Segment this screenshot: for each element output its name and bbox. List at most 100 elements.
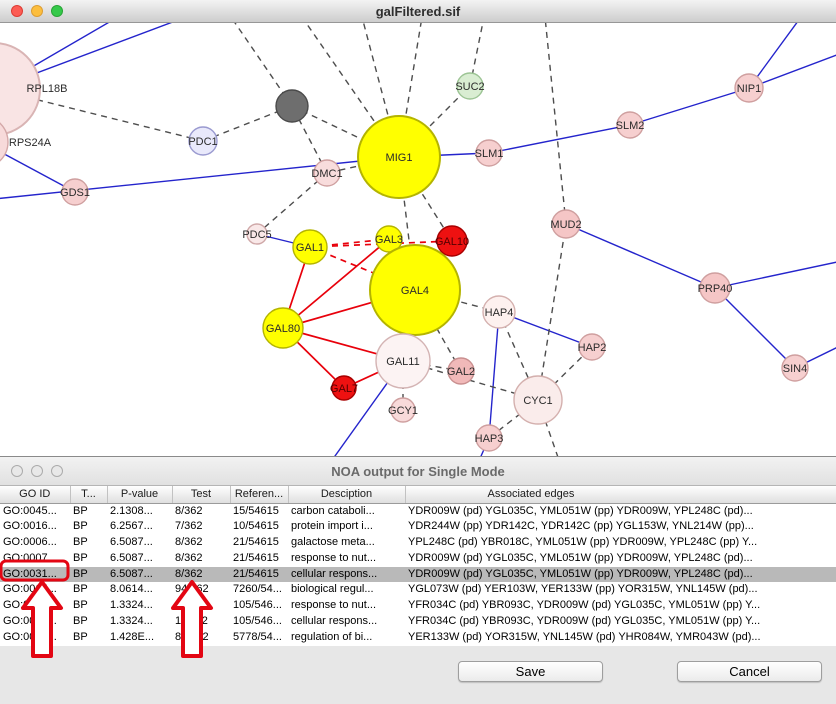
network-node-PRP40[interactable] [699, 272, 731, 304]
cell: YFR034C (pd) YBR093C, YDR009W (pd) YGL03… [408, 599, 761, 612]
node-label: HAP2 [578, 342, 607, 354]
cell: GO:0031... [3, 615, 57, 628]
graph-window-titlebar[interactable]: galFiltered.sif [0, 0, 836, 23]
network-node-HAP2[interactable] [578, 333, 606, 361]
network-edge[interactable] [629, 87, 750, 126]
network-node-unlabeled[interactable] [275, 89, 309, 123]
zoom-icon[interactable] [51, 465, 63, 477]
node-label: GCY1 [388, 405, 418, 417]
cell: cellular respons... [291, 615, 378, 628]
network-node-GAL3[interactable] [375, 225, 403, 253]
network-node-GAL1[interactable] [292, 229, 328, 265]
network-edge[interactable] [748, 53, 836, 89]
cell: regulation of bi... [291, 630, 373, 643]
network-node-GAL80[interactable] [262, 307, 304, 349]
column-header[interactable]: P-value [107, 486, 173, 504]
network-edge[interactable] [565, 223, 716, 289]
cell: YGL073W (pd) YER103W, YER133W (pp) YOR31… [408, 583, 758, 596]
column-header[interactable]: Referen... [230, 486, 289, 504]
network-node-GAL11[interactable] [375, 333, 431, 389]
network-node-SUC2[interactable] [456, 72, 484, 100]
cell: 15/54615 [233, 504, 279, 517]
zoom-icon[interactable] [51, 5, 63, 17]
noa-window-title: NOA output for Single Mode [331, 463, 505, 479]
cell: biological regul... [291, 583, 374, 596]
cell: 6.5087... [110, 536, 153, 549]
network-node-RPS24A[interactable] [0, 116, 9, 168]
cell: BP [73, 520, 88, 533]
network-edge[interactable] [256, 172, 328, 235]
minimize-icon[interactable] [31, 5, 43, 17]
cell: 10/54615 [233, 520, 279, 533]
network-edge[interactable] [714, 287, 796, 369]
node-label: HAP4 [485, 307, 514, 319]
close-icon[interactable] [11, 465, 23, 477]
cell: GO:0009... [3, 599, 57, 612]
network-node-NIP1[interactable] [734, 73, 764, 103]
cell: YFR034C (pd) YBR093C, YDR009W (pd) YGL03… [408, 615, 761, 628]
network-node-HAP3[interactable] [475, 424, 503, 452]
column-header[interactable]: T... [70, 486, 108, 504]
cell: GO:0007... [3, 551, 57, 564]
node-label: GAL1 [296, 242, 324, 254]
column-header[interactable]: Associated edges [405, 486, 836, 504]
cell: BP [73, 599, 88, 612]
node-label: SIN4 [783, 363, 807, 375]
column-header[interactable]: Desciption [288, 486, 406, 504]
cell: 6.2567... [110, 520, 153, 533]
network-node-PDC5[interactable] [246, 223, 268, 245]
cell: 7/362 [175, 520, 203, 533]
close-icon[interactable] [11, 5, 23, 17]
network-edge[interactable] [309, 246, 416, 291]
network-node-GAL2[interactable] [447, 357, 475, 385]
minimize-icon[interactable] [31, 465, 43, 477]
network-edge[interactable] [282, 238, 390, 329]
cell: GO:0050... [3, 630, 57, 643]
cell: 1.3324... [110, 615, 153, 628]
save-button[interactable]: Save [458, 661, 603, 682]
network-node-GAL7[interactable] [331, 375, 357, 401]
cancel-button[interactable]: Cancel [677, 661, 822, 682]
cell: 11/362 [175, 615, 208, 628]
network-edge[interactable] [488, 311, 500, 439]
network-edge[interactable] [488, 124, 631, 154]
network-node-GCY1[interactable] [390, 397, 416, 423]
network-edge[interactable] [537, 223, 567, 401]
network-node-RPL18B[interactable] [0, 42, 41, 136]
network-node-GAL10[interactable] [436, 225, 468, 257]
network-node-SIN4[interactable] [781, 354, 809, 382]
network-edge[interactable] [291, 105, 400, 158]
cell: BP [73, 615, 88, 628]
network-edge[interactable] [0, 142, 76, 193]
column-header[interactable]: Test [172, 486, 231, 504]
network-edge[interactable] [231, 23, 293, 107]
network-node-HAP4[interactable] [482, 295, 516, 329]
network-node-MUD2[interactable] [551, 209, 581, 239]
network-node-PDC1[interactable] [188, 126, 218, 156]
network-node-MIG1[interactable] [357, 115, 441, 199]
network-node-GAL4[interactable] [369, 244, 461, 336]
noa-window-titlebar[interactable]: NOA output for Single Mode [0, 457, 836, 486]
column-header[interactable]: GO ID [0, 486, 71, 504]
network-edge[interactable] [714, 261, 836, 289]
cell: 80/362 [175, 630, 209, 643]
network-node-DMC1[interactable] [313, 159, 341, 187]
network-node-GDS1[interactable] [61, 178, 89, 206]
network-node-SLM2[interactable] [616, 111, 644, 139]
network-node-CYC1[interactable] [513, 375, 563, 425]
network-edge[interactable] [544, 23, 567, 225]
cell: 8.0614... [110, 583, 153, 596]
network-node-SLM1[interactable] [475, 139, 503, 167]
cell: GO:0065... [3, 583, 57, 596]
